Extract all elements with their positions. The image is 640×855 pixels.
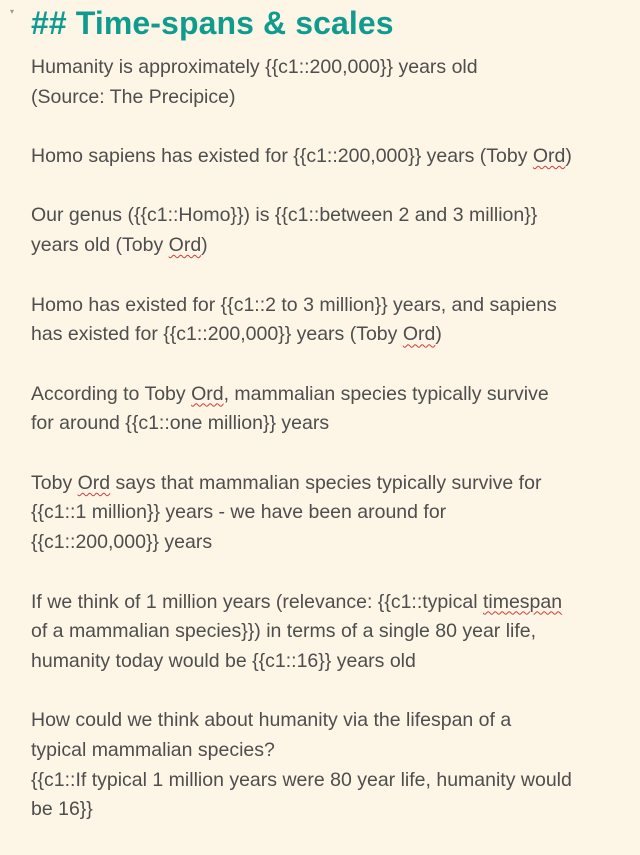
card-line: for around {{c1::one million}} years <box>31 409 631 439</box>
card-line: {{c1::If typical 1 million years were 80… <box>31 766 631 796</box>
cloze-card[interactable]: Homo sapiens has existed for {{c1::200,0… <box>31 142 631 172</box>
card-line: Homo sapiens has existed for {{c1::200,0… <box>31 142 631 172</box>
card-line: of a mammalian species}}) in terms of a … <box>31 617 631 647</box>
card-text: How could we think about humanity via th… <box>31 709 512 732</box>
card-text: Our genus ({{c1::Homo}}) is {{c1::betwee… <box>31 204 538 227</box>
card-line: According to Toby Ord, mammalian species… <box>31 380 631 410</box>
card-line: {{c1::200,000}} years <box>31 528 631 558</box>
collapse-toggle-icon[interactable]: ▾ <box>10 7 15 16</box>
card-text: ) <box>565 145 572 168</box>
card-text: (Source: The Precipice) <box>31 85 236 108</box>
card-text: Homo has existed for {{c1::2 to 3 millio… <box>31 293 557 316</box>
card-line: Homo has existed for {{c1::2 to 3 millio… <box>31 291 631 321</box>
cloze-card[interactable]: Our genus ({{c1::Homo}}) is {{c1::betwee… <box>31 201 631 260</box>
card-line: has existed for {{c1::200,000}} years (T… <box>31 320 631 350</box>
card-line: be 16}} <box>31 795 631 825</box>
misspelled-word: Ord <box>191 382 224 405</box>
card-text: If we think of 1 million years (relevanc… <box>31 590 483 613</box>
flashcard-list: Humanity is approximately {{c1::200,000}… <box>31 53 631 825</box>
card-text: of a mammalian species}}) in terms of a … <box>31 620 537 643</box>
card-line: typical mammalian species? <box>31 736 631 766</box>
cloze-card[interactable]: How could we think about humanity via th… <box>31 706 631 825</box>
cloze-card[interactable]: If we think of 1 million years (relevanc… <box>31 588 631 677</box>
misspelled-word: Ord <box>402 323 436 346</box>
misspelled-word: Ord <box>532 145 566 168</box>
cloze-card[interactable]: Homo has existed for {{c1::2 to 3 millio… <box>31 291 631 350</box>
card-line: humanity today would be {{c1::16}} years… <box>31 647 631 677</box>
card-line: If we think of 1 million years (relevanc… <box>31 588 631 618</box>
card-line: How could we think about humanity via th… <box>31 706 631 736</box>
note-block[interactable]: ## Time-spans & scales Humanity is appro… <box>31 0 631 855</box>
card-text: says that mammalian species typically su… <box>110 471 542 494</box>
card-line: Our genus ({{c1::Homo}}) is {{c1::betwee… <box>31 201 631 231</box>
card-text: be 16}} <box>31 798 93 821</box>
card-text: {{c1::1 million}} years - we have been a… <box>31 501 447 524</box>
card-line: Humanity is approximately {{c1::200,000}… <box>31 53 631 83</box>
card-line: Toby Ord says that mammalian species typ… <box>31 469 631 499</box>
misspelled-word: timespan <box>482 590 563 613</box>
card-text: Homo sapiens has existed for {{c1::200,0… <box>31 145 533 168</box>
card-text: has existed for {{c1::200,000}} years (T… <box>31 323 403 346</box>
misspelled-word: Ord <box>168 234 202 257</box>
cloze-card[interactable]: Toby Ord says that mammalian species typ… <box>31 469 631 558</box>
section-heading: ## Time-spans & scales <box>31 5 394 41</box>
card-line: years old (Toby Ord) <box>31 231 631 261</box>
card-text: According to Toby <box>31 382 192 405</box>
card-text: ) <box>435 323 442 346</box>
card-text: Toby <box>31 471 78 494</box>
card-text: , mammalian species typically survive <box>223 382 549 405</box>
card-text: for around {{c1::one million}} years <box>31 412 330 435</box>
cloze-card[interactable]: Humanity is approximately {{c1::200,000}… <box>31 53 631 112</box>
card-line: {{c1::1 million}} years - we have been a… <box>31 498 631 528</box>
card-text: {{c1::If typical 1 million years were 80… <box>31 768 572 791</box>
card-line: (Source: The Precipice) <box>31 83 631 113</box>
cloze-card[interactable]: According to Toby Ord, mammalian species… <box>31 380 631 439</box>
card-text: Humanity is approximately {{c1::200,000}… <box>31 56 478 78</box>
card-text: years old (Toby <box>31 234 169 257</box>
card-text: typical mammalian species? <box>31 739 275 762</box>
card-text: humanity today would be {{c1::16}} years… <box>31 649 416 672</box>
card-text: ) <box>201 234 208 257</box>
note-editor: { "collapse_toggle": "▾", "heading": "##… <box>10 5 572 821</box>
card-text: {{c1::200,000}} years <box>31 531 213 554</box>
misspelled-word: Ord <box>77 471 111 494</box>
